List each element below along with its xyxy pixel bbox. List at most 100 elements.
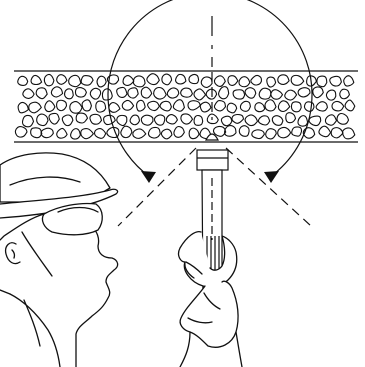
rotation-arc [107,0,313,178]
aggregate-stone [213,75,226,87]
upper-hand [177,230,238,288]
aggregate-stone [206,113,219,125]
aggregate-stone [43,73,55,87]
aggregate-stone [330,127,344,139]
aggregate-stone [224,125,237,137]
aggregate-stone [17,75,29,86]
arc-arrowhead-right [264,171,279,183]
aggregate-stone [64,88,74,100]
aggregate-stone [146,73,160,86]
aggregate-stone [140,86,153,99]
worker-with-hard-hat-and-goggles [0,152,119,367]
aggregate-stone [336,112,350,125]
rotation-arc-arrows [107,0,313,183]
aggregate-stone [89,113,103,125]
aggregate-stone [120,125,133,139]
aggregate-stone [36,113,49,127]
aggregate-stone [187,100,201,111]
aggregate-stone [316,75,328,88]
aggregate-stone [116,86,128,98]
aggregate-stone [116,114,128,127]
aggregate-stone [35,87,48,100]
aggregate-stone [40,127,54,139]
aggregate-stone [93,128,107,139]
aggregate-stone [232,89,246,100]
aggregate-stone [89,87,102,100]
aggregate-stone [96,75,107,88]
aggregate-stone [81,99,92,112]
aggregate-stone [331,100,345,112]
aggregate-stone [95,100,107,113]
aggregate-stone [315,101,328,112]
drill-bit-tip [205,133,219,141]
aggregate-stone [270,89,284,100]
aggregate-stones [14,73,356,140]
dashed-angle-lines [117,147,312,227]
aggregate-stone [165,114,179,125]
dashed-line-right [225,147,312,227]
aggregate-stone [21,114,35,128]
aggregate-stone [254,102,266,113]
aggregate-stone [213,100,227,112]
aggregate-stone [308,115,322,127]
aggregate-stone [69,101,83,114]
aggregate-stone [101,88,113,101]
aggregate-stone [264,99,277,112]
aggregate-stone [290,74,305,86]
aggregate-stone [277,100,291,113]
aggregate-stone [266,76,277,88]
aggregate-stone [258,87,272,100]
aggregate-stone [75,112,89,124]
aggregate-stone [129,114,141,126]
aggregate-stone [132,128,147,139]
aggregate-stone [17,101,30,114]
aggregate-stone [108,101,121,113]
aggregate-stone [103,114,116,126]
arc-arrowhead-left [141,171,156,183]
aggregate-stone [277,126,292,139]
aggregate-stone [297,87,311,98]
aggregate-stone [290,101,302,113]
aggregate-stone [339,88,350,100]
aggregate-stone [238,125,250,137]
aggregate-stone [80,74,94,86]
aggregate-stone [122,75,135,87]
aggregate-stone [251,129,266,140]
aggregate-stone [28,101,42,114]
aggregate-stone [244,114,259,127]
aggregate-stone [22,88,35,99]
aggregate-stone [140,114,154,126]
aggregate-stone [147,100,160,112]
aggregate-stone [227,75,239,86]
aggregate-stone [306,75,318,87]
aggregate-stone [343,75,355,87]
aggregate-stone [61,114,74,127]
lower-hand [179,280,239,348]
aggregate-stone [341,127,356,140]
aggregate-stone [160,128,173,140]
dashed-line-left [117,147,197,227]
aggregate-stone [291,126,303,137]
aggregate-stone [285,112,297,124]
aggregate-stone [277,74,290,85]
aggregate-stone [30,74,43,86]
aggregate-stone [218,86,230,100]
aggregate-stone [297,115,309,127]
aggregate-stone [136,99,146,112]
face-profile [55,212,119,367]
aggregate-stone [239,100,251,112]
aggregate-stone [106,126,120,139]
aggregate-stone [212,125,227,137]
aggregate-stone [318,125,332,138]
aggregate-stone [56,99,68,112]
concrete-ceiling-slab [14,70,358,143]
aggregate-stone [199,101,212,113]
aggregate-stone [48,112,60,125]
aggregate-stone [56,74,68,85]
aggregate-stone [265,128,277,140]
aggregate-stone [303,101,315,112]
aggregate-stone [271,115,284,126]
aggregate-stone [205,88,218,100]
